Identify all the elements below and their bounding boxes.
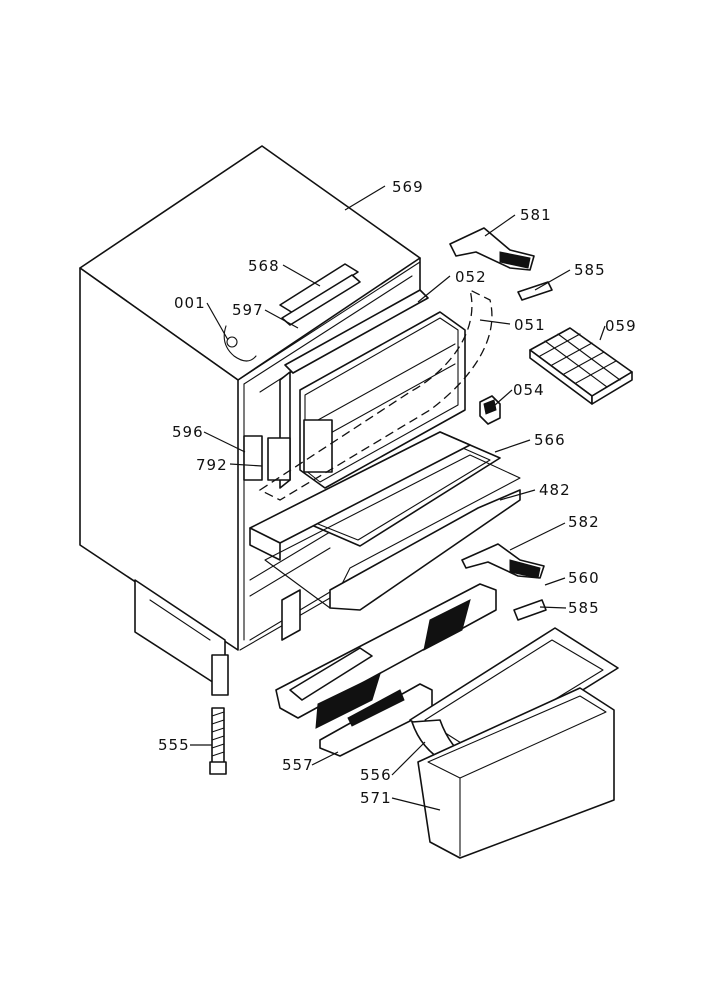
- door-latch: [479, 395, 501, 425]
- hinge-bottom: [461, 543, 545, 579]
- top-rail: [279, 263, 361, 326]
- hinge-top: [449, 227, 535, 271]
- label-566: 566: [534, 431, 566, 449]
- label-597: 597: [232, 301, 264, 319]
- label-571: 571: [360, 789, 392, 807]
- label-059: 059: [605, 317, 637, 335]
- label-569: 569: [392, 178, 424, 196]
- label-051: 051: [514, 316, 546, 334]
- label-555: 555: [158, 736, 190, 754]
- cover-plate-bottom: [513, 599, 547, 621]
- bottom-bin: [417, 687, 615, 859]
- label-582: 582: [568, 513, 600, 531]
- ice-tray: [529, 327, 633, 405]
- adjustable-foot: [209, 707, 227, 775]
- label-581: 581: [520, 206, 552, 224]
- label-052: 052: [455, 268, 487, 286]
- label-054: 054: [513, 381, 545, 399]
- label-568: 568: [248, 257, 280, 275]
- evaporator-outline: [258, 288, 493, 501]
- cover-plate-top: [517, 281, 553, 301]
- label-556: 556: [360, 766, 392, 784]
- label-557: 557: [282, 756, 314, 774]
- label-482: 482: [539, 481, 571, 499]
- leader-lines: [190, 185, 606, 811]
- drawer-front-cover: [275, 583, 497, 757]
- label-596: 596: [172, 423, 204, 441]
- label-585-bottom: 585: [568, 599, 600, 617]
- label-585-top: 585: [574, 261, 606, 279]
- freezer-housing: [223, 289, 429, 489]
- freezer-door: [299, 311, 466, 489]
- part-labels: 569 581 568 052 585 001 597 051 059 054 …: [158, 178, 637, 807]
- label-001: 001: [174, 294, 206, 312]
- shelf-frame: [249, 431, 521, 611]
- label-792: 792: [196, 456, 228, 474]
- cabinet-body: [79, 145, 421, 696]
- label-560: 560: [568, 569, 600, 587]
